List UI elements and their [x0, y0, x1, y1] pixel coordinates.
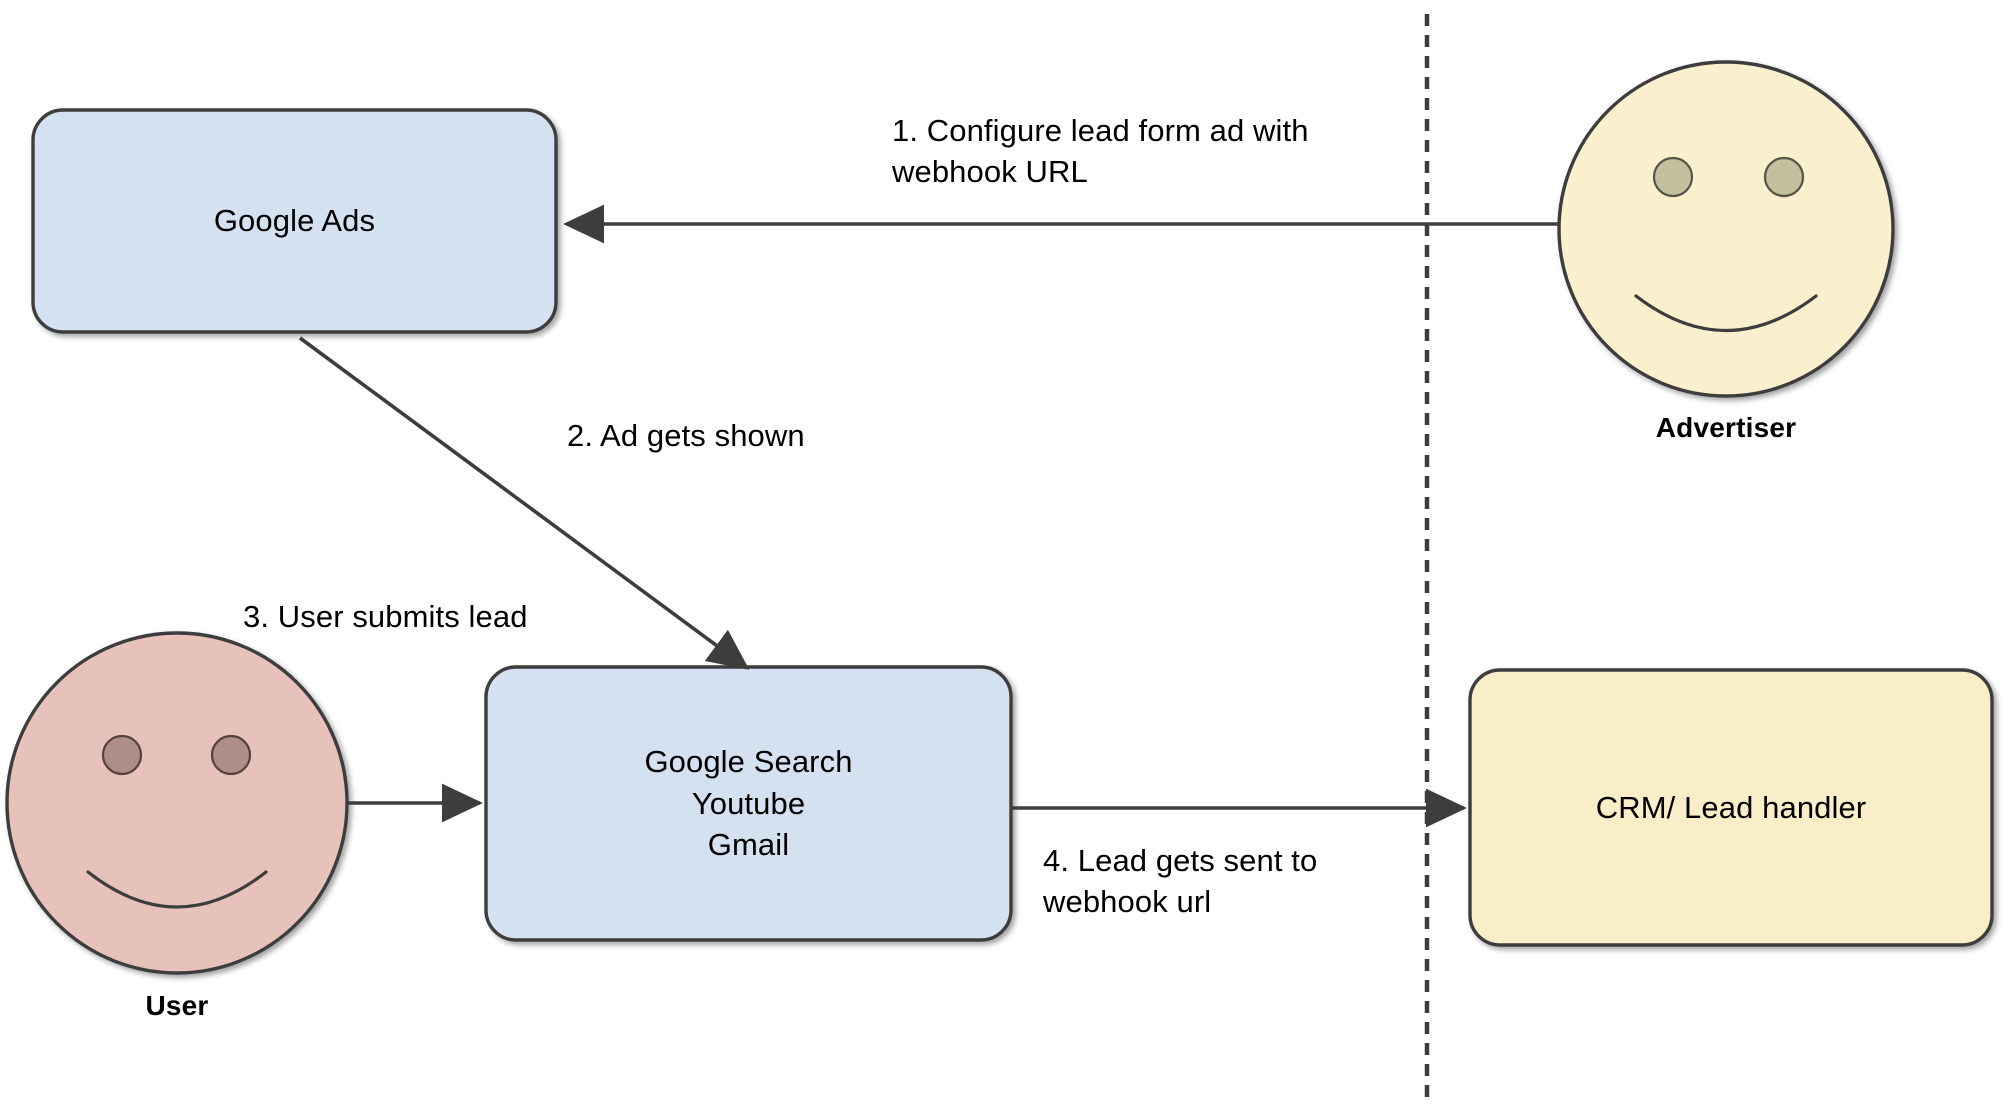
google-surfaces-box[interactable]: [484, 665, 1013, 942]
user-caption: User: [145, 990, 209, 1021]
edge-step-1-label: 1. Configure lead form ad with webhook U…: [892, 113, 1309, 190]
edge-step-2-line[interactable]: [298, 336, 750, 670]
user-face-circle[interactable]: [5, 631, 349, 975]
advertiser-left-eye-icon: [1652, 156, 1694, 198]
edge-step-4-label: 4. Lead gets sent to webhook url: [1043, 843, 1318, 920]
node-google-surfaces[interactable]: [484, 665, 1013, 942]
user-left-eye-icon: [101, 734, 143, 776]
crm-lead-handler-box[interactable]: [1468, 668, 1994, 947]
user-right-eye-icon: [210, 734, 252, 776]
user-smile-icon: [86, 870, 268, 909]
google-ads-box[interactable]: [31, 108, 558, 334]
advertiser-caption: Advertiser: [1655, 412, 1797, 443]
node-crm-lead-handler[interactable]: [1468, 668, 1994, 947]
node-user[interactable]: [5, 631, 349, 975]
node-advertiser[interactable]: [1557, 60, 1895, 398]
edge-step-2-label: 2. Ad gets shown: [567, 418, 805, 453]
edge-step-3-label: 3. User submits lead: [243, 599, 528, 634]
advertiser-smile-icon: [1634, 294, 1818, 332]
node-google-ads[interactable]: [31, 108, 558, 334]
advertiser-face-circle[interactable]: [1557, 60, 1895, 398]
advertiser-right-eye-icon: [1763, 156, 1805, 198]
